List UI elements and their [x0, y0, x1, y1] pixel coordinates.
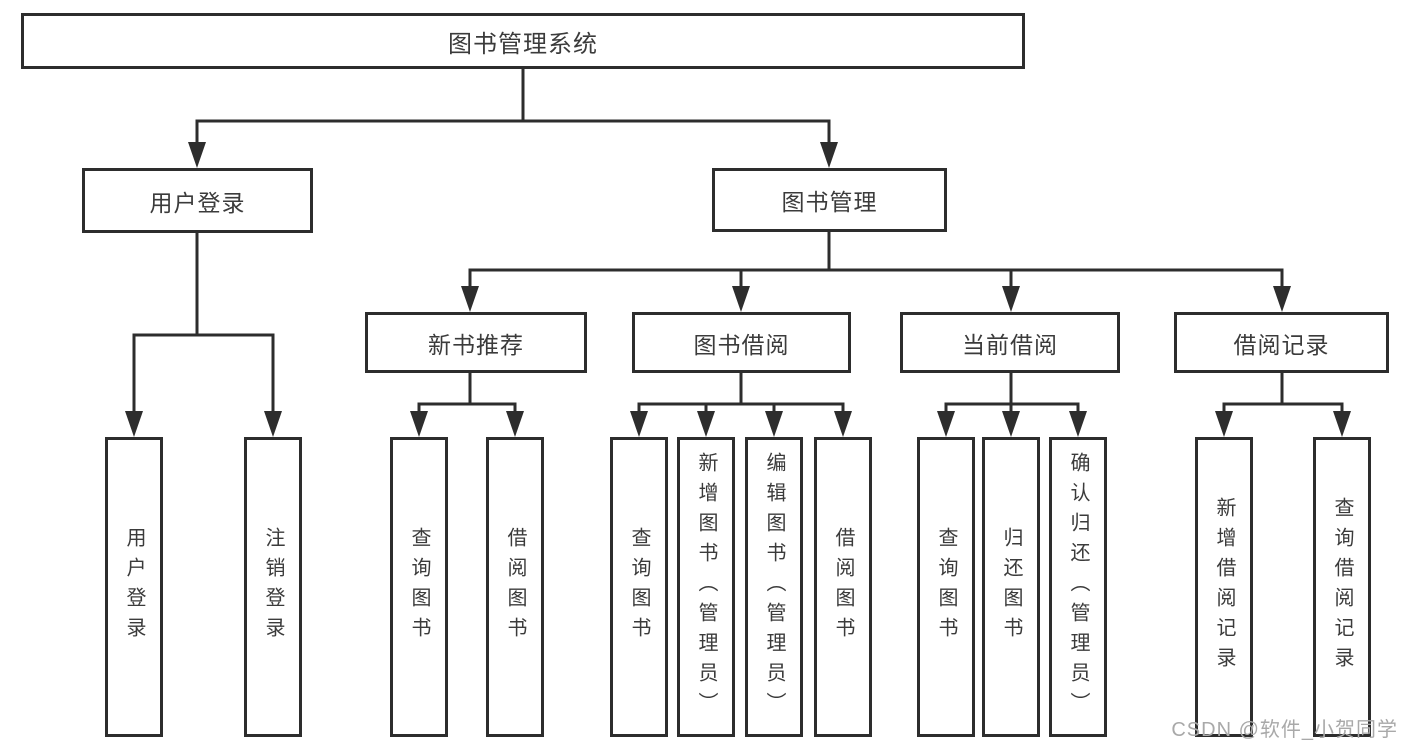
node-user-login-label: 用户登录	[149, 189, 246, 216]
leaf-borrow-add: 新增图书（管理员）	[677, 437, 735, 737]
node-new-book-recommend-label: 新书推荐	[428, 331, 524, 358]
node-root-label: 图书管理系统	[448, 30, 598, 58]
node-root: 图书管理系统	[21, 13, 1025, 69]
leaf-newbook-borrow: 借阅图书	[486, 437, 544, 737]
leaf-logout: 注销登录	[244, 437, 302, 737]
leaf-borrow-borrow-label: 借阅图书	[832, 527, 854, 647]
leaf-records-add-label: 新增借阅记录	[1213, 497, 1235, 677]
leaf-current-query: 查询图书	[917, 437, 975, 737]
node-book-borrow-label: 图书借阅	[693, 331, 790, 358]
leaf-current-return-label: 归还图书	[1000, 527, 1022, 647]
leaf-current-confirm: 确认归还（管理员）	[1049, 437, 1107, 737]
node-book-management: 图书管理	[712, 168, 947, 232]
watermark: CSDN @软件_小贺同学	[1171, 719, 1398, 741]
leaf-current-return: 归还图书	[982, 437, 1040, 737]
leaf-borrow-query: 查询图书	[610, 437, 668, 737]
leaf-borrow-query-label: 查询图书	[628, 527, 650, 647]
leaf-login: 用户登录	[105, 437, 163, 737]
leaf-borrow-edit-label: 编辑图书（管理员）	[763, 452, 785, 722]
leaf-records-query: 查询借阅记录	[1313, 437, 1371, 737]
leaf-current-confirm-label: 确认归还（管理员）	[1067, 452, 1089, 722]
node-borrow-records: 借阅记录	[1174, 312, 1389, 373]
node-user-login: 用户登录	[82, 168, 313, 233]
node-book-management-label: 图书管理	[781, 189, 878, 215]
node-current-borrow-label: 当前借阅	[962, 331, 1058, 358]
leaf-borrow-edit: 编辑图书（管理员）	[745, 437, 803, 737]
leaf-newbook-query: 查询图书	[390, 437, 448, 737]
node-book-borrow: 图书借阅	[632, 312, 851, 373]
leaf-newbook-query-label: 查询图书	[408, 527, 430, 647]
leaf-login-label: 用户登录	[123, 527, 145, 647]
node-borrow-records-label: 借阅记录	[1233, 331, 1330, 358]
leaf-borrow-borrow: 借阅图书	[814, 437, 872, 737]
leaf-newbook-borrow-label: 借阅图书	[504, 527, 526, 647]
leaf-records-add: 新增借阅记录	[1195, 437, 1253, 737]
leaf-borrow-add-label: 新增图书（管理员）	[695, 452, 717, 722]
arrowheads	[125, 142, 1351, 437]
node-current-borrow: 当前借阅	[900, 312, 1120, 373]
leaf-records-query-label: 查询借阅记录	[1331, 497, 1353, 677]
leaf-logout-label: 注销登录	[262, 527, 284, 647]
node-new-book-recommend: 新书推荐	[365, 312, 587, 373]
leaf-current-query-label: 查询图书	[935, 527, 957, 647]
